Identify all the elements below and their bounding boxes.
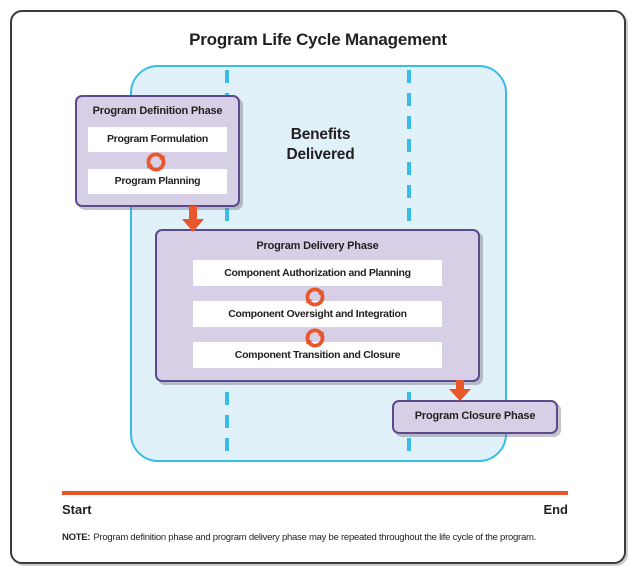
- definition-phase-item: Program Formulation: [88, 127, 227, 152]
- delivery-phase-item: Component Transition and Closure: [193, 342, 442, 368]
- down-arrow-icon: [182, 206, 204, 232]
- cycle-arrows-icon: [305, 328, 325, 348]
- timeline-start-label: Start: [62, 502, 92, 517]
- cycle-arrows-icon: [146, 152, 166, 172]
- definition-phase-item: Program Planning: [88, 169, 227, 194]
- delivery-phase-item: Component Authorization and Planning: [193, 260, 442, 286]
- definition-phase-title: Program Definition Phase: [92, 105, 223, 117]
- cycle-arrows-icon: [305, 287, 325, 307]
- benefits-delivered-label: Benefits Delivered: [286, 126, 355, 163]
- delivery-phase-title: Program Delivery Phase: [256, 240, 379, 252]
- timeline-end-label: End: [543, 502, 568, 517]
- timeline-bar: [62, 491, 568, 495]
- program-definition-phase-box: Program Definition Phase Program Formula…: [75, 95, 240, 207]
- footnote-prefix: NOTE:: [62, 532, 91, 543]
- footnote: NOTE:Program definition phase and progra…: [62, 532, 602, 543]
- program-closure-phase-box: Program Closure Phase: [392, 400, 558, 434]
- closure-phase-title: Program Closure Phase: [414, 410, 536, 422]
- diagram-title: Program Life Cycle Management: [189, 30, 447, 49]
- program-delivery-phase-box: Program Delivery Phase Component Authori…: [155, 229, 480, 382]
- down-arrow-icon: [449, 380, 471, 401]
- delivery-phase-item: Component Oversight and Integration: [193, 301, 442, 327]
- footnote-text: Program definition phase and program del…: [93, 532, 537, 543]
